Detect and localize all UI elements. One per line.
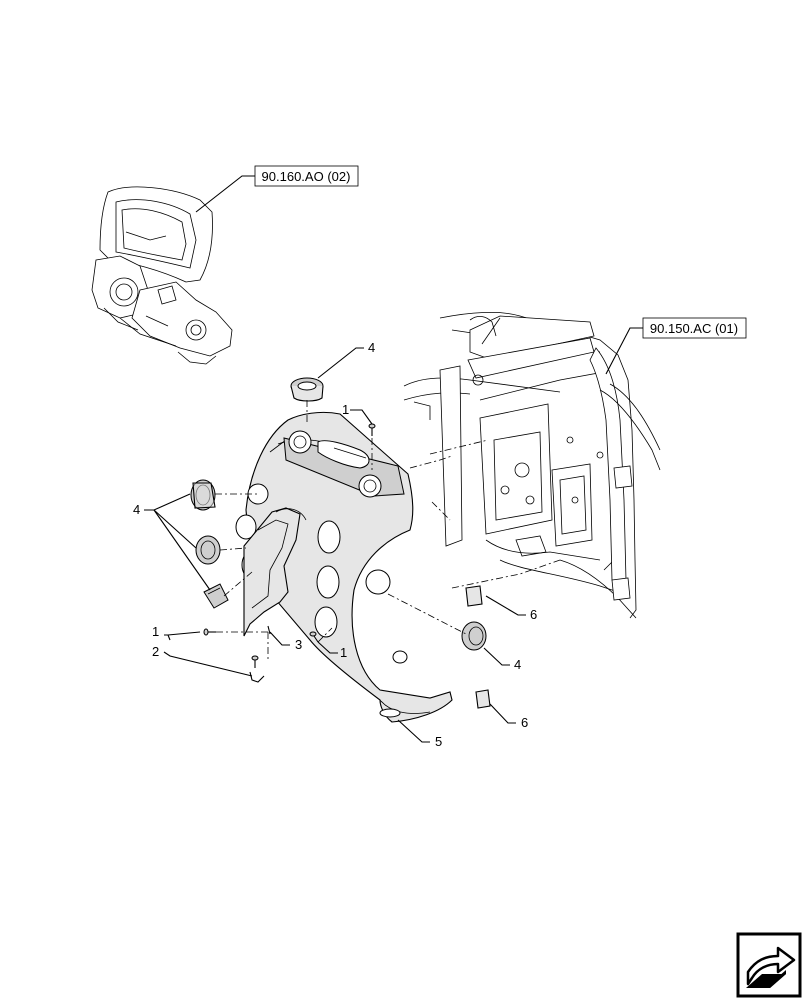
assembly-lines	[215, 400, 561, 660]
reference-label-top-left: 90.160.AO (02)	[262, 169, 351, 184]
reference-box-top-left[interactable]: 90.160.AO (02)	[254, 165, 359, 187]
callout-leaders	[144, 347, 526, 743]
callout-4-top: 4	[368, 340, 375, 355]
grommet-left-upper	[190, 479, 216, 511]
clip-part-2	[249, 671, 265, 683]
next-page-arrow-icon[interactable]	[736, 932, 802, 998]
reference-leader-right	[605, 327, 643, 375]
callout-1-top: 1	[342, 402, 349, 417]
dashboard-assembly-reference-view	[91, 186, 233, 365]
clip-part-3-small	[267, 625, 271, 635]
inner-bracket-part-3	[243, 507, 307, 637]
screw-left	[203, 628, 216, 636]
pad-lower	[475, 689, 491, 709]
screw-middle	[309, 631, 319, 643]
reference-box-right[interactable]: 90.150.AC (01)	[642, 317, 747, 339]
pad-upper	[465, 585, 483, 607]
reference-label-right: 90.150.AC (01)	[650, 321, 738, 336]
callout-1-middle: 1	[340, 645, 347, 660]
grommet-left-lower	[195, 535, 221, 565]
grommet-right	[461, 621, 487, 651]
grommet-top	[290, 377, 324, 402]
callout-2-left: 2	[152, 644, 159, 659]
screw-lower	[251, 655, 259, 668]
callout-4-left: 4	[133, 502, 140, 517]
screw-top	[368, 423, 376, 436]
callout-6-lower: 6	[521, 715, 528, 730]
reference-leader-top-left	[195, 175, 255, 213]
callout-6-upper: 6	[530, 607, 537, 622]
callout-1-left: 1	[152, 624, 159, 639]
callout-4-right: 4	[514, 657, 521, 672]
callout-5: 5	[435, 734, 442, 749]
callout-3: 3	[295, 637, 302, 652]
cab-frame-background	[403, 311, 661, 619]
